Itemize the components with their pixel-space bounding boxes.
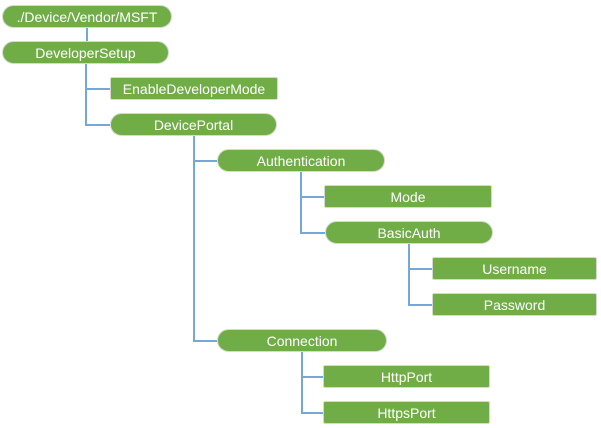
connector-segment — [408, 244, 410, 306]
connector-segment — [301, 411, 323, 414]
node-basic-auth: BasicAuth — [325, 221, 493, 244]
connector-segment — [301, 352, 303, 414]
connector-segment — [408, 267, 432, 270]
connector-segment — [192, 339, 217, 342]
connector-segment — [86, 28, 88, 41]
node-root-path: ./Device/Vendor/MSFT — [2, 5, 172, 28]
node-password: Password — [432, 293, 597, 316]
connector-segment — [84, 123, 110, 126]
node-username: Username — [432, 257, 597, 280]
connector-segment — [192, 159, 217, 162]
connector-segment — [300, 172, 302, 234]
connector-segment — [408, 303, 432, 306]
connector-segment — [301, 375, 323, 378]
node-http-port: HttpPort — [323, 365, 490, 388]
connector-segment — [192, 136, 195, 342]
connector-segment — [300, 195, 324, 198]
connector-segment — [300, 231, 325, 234]
connector-segment — [84, 64, 87, 126]
node-connection: Connection — [217, 329, 387, 352]
node-enable-developer-mode: EnableDeveloperMode — [110, 77, 278, 100]
node-device-portal: DevicePortal — [110, 113, 277, 136]
node-developer-setup: DeveloperSetup — [2, 41, 169, 64]
node-mode: Mode — [324, 185, 492, 208]
node-https-port: HttpsPort — [323, 401, 490, 424]
node-authentication: Authentication — [217, 149, 385, 172]
connector-segment — [84, 87, 110, 90]
